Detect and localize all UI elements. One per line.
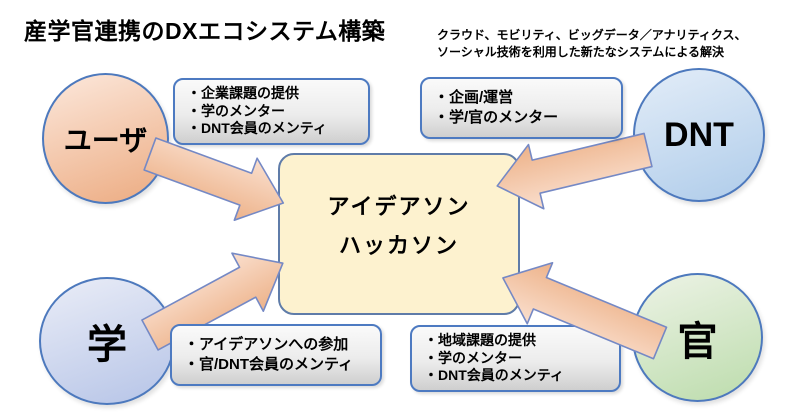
callout-user: ・企業課題の提供 ・学のメンター ・DNT会員のメンティ bbox=[173, 78, 370, 145]
callout-dnt-item: ・企画/運営 bbox=[434, 89, 514, 106]
subtitle: クラウド、モビリティ、ビッグデータ／アナリティクス、 ソーシャル技術を利用した新… bbox=[437, 27, 746, 61]
subtitle-line-1: クラウド、モビリティ、ビッグデータ／アナリティクス、 bbox=[437, 28, 747, 42]
node-government-label: 官 bbox=[677, 319, 718, 364]
node-dnt-circle: DNT bbox=[633, 68, 765, 202]
node-academia-label: 学 bbox=[87, 323, 127, 367]
callout-academia-item: ・アイデアソンへの参加 bbox=[184, 336, 349, 353]
page-title: 産学官連携のDXエコシステム構築 bbox=[24, 18, 386, 44]
callout-government-item: ・DNT会員のメンティ bbox=[424, 367, 564, 383]
callout-dnt-item: ・学/官のメンター bbox=[434, 109, 559, 126]
callout-academia-item: ・官/DNT会員のメンティ bbox=[184, 356, 354, 373]
center-line-ideathon: アイデアソン bbox=[327, 194, 471, 219]
node-dnt-label: DNT bbox=[664, 115, 734, 154]
callout-user-item: ・学のメンター bbox=[187, 102, 285, 119]
callout-government-item: ・地域課題の提供 bbox=[424, 332, 536, 348]
callout-academia: ・アイデアソンへの参加 ・官/DNT会員のメンティ bbox=[170, 324, 382, 386]
callout-user-item: ・企業課題の提供 bbox=[187, 85, 299, 101]
node-user-circle: ユーザ bbox=[42, 73, 169, 204]
node-government-circle: 官 bbox=[632, 273, 763, 402]
callout-user-item: ・DNT会員のメンティ bbox=[187, 120, 327, 136]
node-academia-circle: 学 bbox=[39, 277, 175, 405]
callout-government: ・地域課題の提供 ・学のメンター ・DNT会員のメンティ bbox=[410, 325, 621, 392]
center-line-hackathon: ハッカソン bbox=[338, 233, 459, 258]
callout-government-item: ・学のメンター bbox=[424, 349, 522, 366]
subtitle-line-2: ソーシャル技術を利用した新たなシステムによる解決 bbox=[437, 45, 725, 59]
node-user-label: ユーザ bbox=[63, 124, 148, 156]
center-event-box: アイデアソン ハッカソン bbox=[278, 153, 520, 315]
callout-dnt: ・企画/運営 ・学/官のメンター bbox=[420, 77, 623, 139]
